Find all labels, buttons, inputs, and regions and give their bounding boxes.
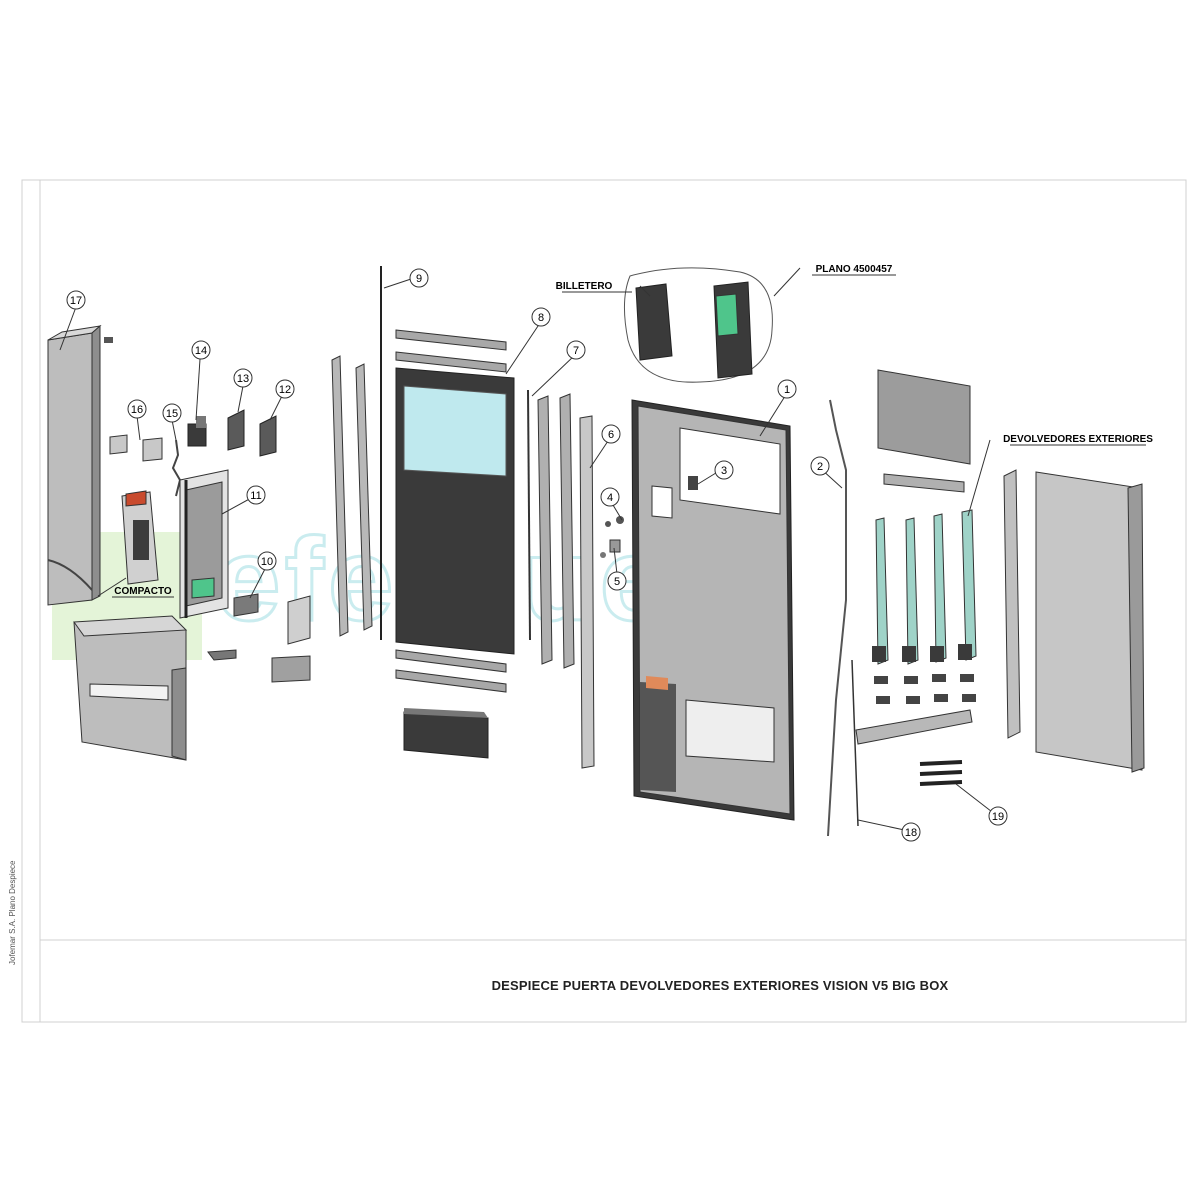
callout-2: 2 (810, 456, 830, 476)
callout-18: 18 (901, 822, 921, 842)
callout-12: 12 (275, 379, 295, 399)
callout-13: 13 (233, 368, 253, 388)
part-4-5-small (600, 516, 624, 558)
svg-text:14: 14 (195, 345, 207, 357)
callout-3: 3 (714, 460, 734, 480)
callout-19: 19 (988, 806, 1008, 826)
svg-text:15: 15 (166, 408, 178, 420)
svg-text:13: 13 (237, 373, 249, 385)
label-billetero: BILLETERO (556, 281, 613, 292)
part-1-door (631, 399, 795, 821)
callout-10: 10 (257, 551, 277, 571)
callout-8: 8 (531, 307, 551, 327)
svg-text:10: 10 (261, 556, 273, 568)
callout-1: 1 (777, 379, 797, 399)
svg-text:18: 18 (905, 827, 917, 839)
callout-4: 4 (600, 487, 620, 507)
label-compacto: COMPACTO (114, 586, 172, 597)
part-8-glass-panel (395, 367, 515, 655)
devolvedor-clips (874, 674, 976, 704)
svg-text:6: 6 (608, 429, 614, 441)
part-16 (109, 434, 163, 462)
callout-11: 11 (246, 485, 266, 505)
part-10 (233, 593, 259, 617)
billetero-units (623, 267, 773, 383)
label-devolvedores: DEVOLVEDORES EXTERIORES (1003, 434, 1153, 445)
svg-text:3: 3 (721, 465, 727, 477)
svg-text:16: 16 (131, 404, 143, 416)
part-15-cable (171, 439, 182, 497)
svg-text:11: 11 (250, 490, 261, 502)
svg-text:8: 8 (538, 312, 544, 324)
svg-text:19: 19 (992, 811, 1004, 823)
part-right-panels (1003, 469, 1145, 773)
svg-text:17: 17 (70, 295, 82, 307)
svg-text:5: 5 (614, 576, 620, 588)
callout-6: 6 (601, 424, 621, 444)
part-2-cable (827, 399, 847, 837)
svg-text:9: 9 (416, 273, 422, 285)
part-17-column (47, 324, 102, 606)
callout-7: 7 (566, 340, 586, 360)
svg-text:7: 7 (573, 345, 579, 357)
svg-text:1: 1 (784, 384, 790, 396)
svg-text:4: 4 (607, 492, 613, 504)
callout-16: 16 (127, 399, 147, 419)
part-lower-rail (855, 709, 973, 745)
drawing-title: DESPIECE PUERTA DEVOLVEDORES EXTERIORES … (491, 978, 949, 993)
compacto-leader (97, 577, 127, 597)
part-bent-tabs (207, 649, 311, 683)
leader-lines (59, 267, 997, 832)
part-side-profiles (331, 355, 373, 637)
part-13 (227, 409, 245, 451)
callout-15: 15 (162, 403, 182, 423)
outer-frame (21, 179, 1187, 1023)
callout-5: 5 (607, 571, 627, 591)
part-14 (187, 416, 207, 447)
part-small-clip (104, 337, 113, 343)
part-rear-panel (877, 369, 971, 493)
callout-14: 14 (191, 340, 211, 360)
callout-17: 17 (66, 290, 86, 310)
svg-text:2: 2 (817, 461, 823, 473)
part-19-strips (919, 760, 963, 786)
svg-text:12: 12 (279, 384, 291, 396)
part-side-bracket (287, 595, 311, 645)
part-6-strip (579, 415, 595, 769)
part-3-lock (688, 476, 698, 490)
part-18-wire (851, 659, 859, 827)
side-note: Jofemar S.A. Plano Despiece (8, 860, 17, 966)
callout-9: 9 (409, 268, 429, 288)
devolvedores-units (872, 509, 977, 665)
compacto-unit (121, 490, 159, 585)
label-plano: PLANO 4500457 (816, 264, 893, 275)
part-lower-front-panel (73, 615, 188, 761)
part-11-frame (179, 469, 229, 619)
part-bottom-box (403, 708, 489, 759)
part-7-profile (527, 389, 575, 669)
part-rails (395, 329, 507, 693)
